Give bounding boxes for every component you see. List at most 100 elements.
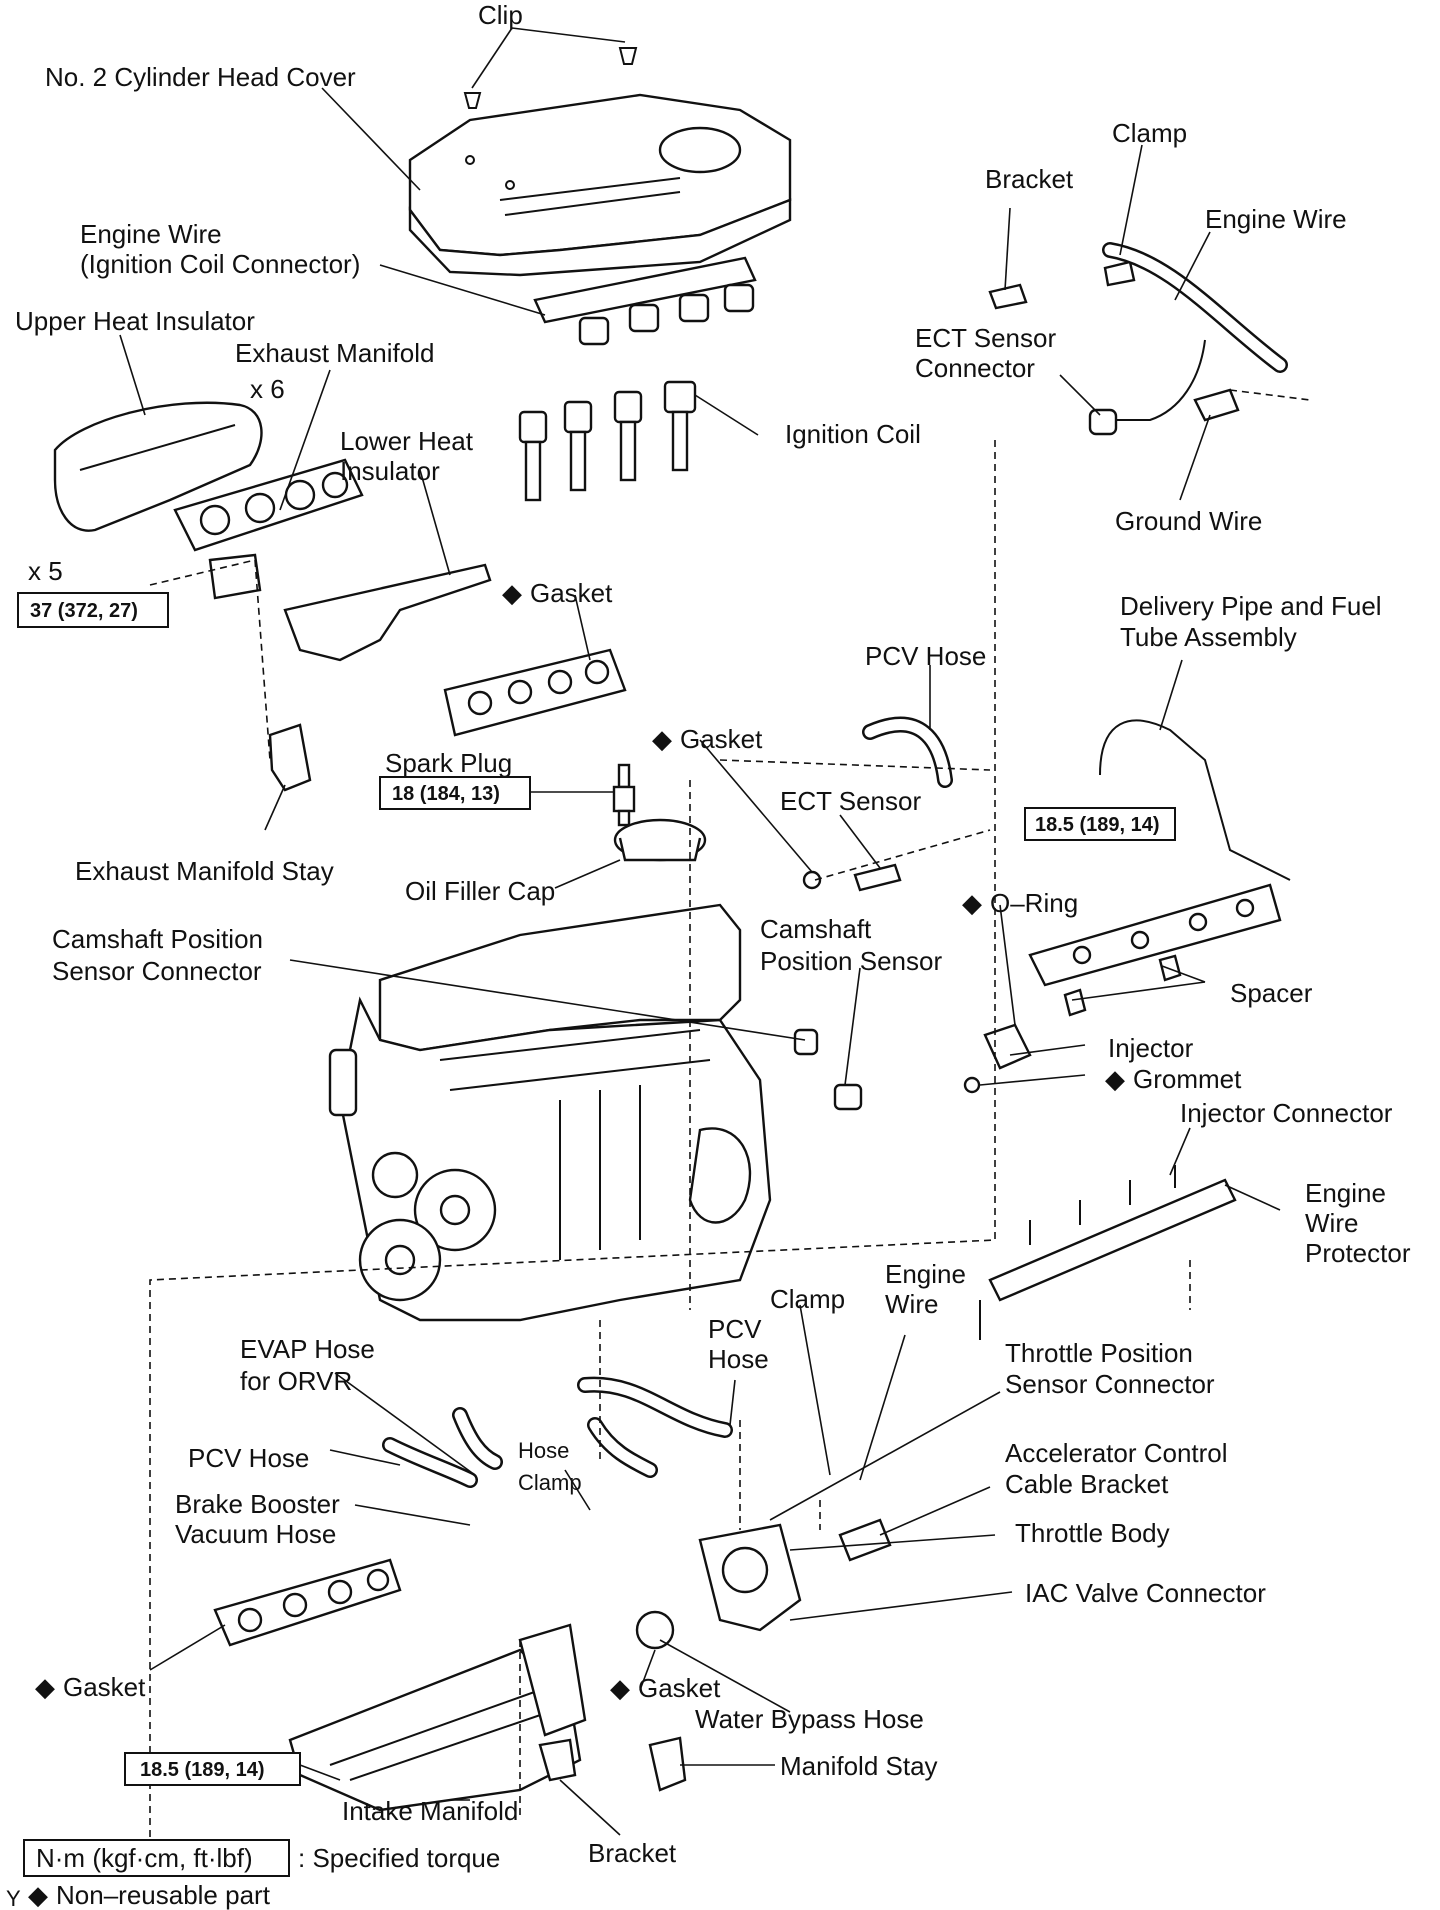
label-acc-1: Accelerator Control [1005, 1438, 1228, 1468]
label-pcv-mid-2: Hose [708, 1344, 769, 1374]
legend: N·m (kgf·cm, ft·lbf) : Specified torque … [6, 1839, 500, 1910]
label-bracket-top: Bracket [985, 164, 1074, 194]
label-x5: x 5 [28, 556, 63, 586]
lower-heat-insulator [283, 563, 492, 662]
label-o-ring: ◆O–Ring [962, 888, 1078, 918]
torque-intake: 18.5 (189, 14) [124, 1752, 301, 1786]
label-cam-sensor-1: Camshaft [760, 914, 872, 944]
svg-text:18.5 (189, 14): 18.5 (189, 14) [140, 1759, 265, 1781]
diamond-icon: ◆ [962, 888, 982, 918]
delivery-pipe [1028, 719, 1291, 987]
torque-delivery: 18.5 (189, 14) [1024, 807, 1176, 841]
manifold-stay [648, 1736, 687, 1792]
throttle-body-gasket [635, 1610, 675, 1650]
top-right-wire-assembly [988, 242, 1288, 436]
spark-plug [612, 763, 636, 827]
labels: Clip No. 2 Cylinder Head Cover Engine Wi… [15, 0, 1411, 1868]
label-engine-wire-ign: Engine Wire [80, 219, 222, 249]
svg-text:18 (184, 13): 18 (184, 13) [392, 783, 500, 805]
legend-corner: Y [6, 1886, 21, 1910]
label-bbv-1: Brake Booster [175, 1489, 340, 1519]
ect-sensor [802, 863, 902, 892]
label-clamp-top: Clamp [1112, 118, 1187, 148]
diamond-icon: ◆ [502, 578, 522, 608]
label-injector-connector: Injector Connector [1180, 1098, 1393, 1128]
label-clamp-mid: Clamp [770, 1284, 845, 1314]
clip-left [463, 92, 482, 109]
label-bbv-2: Vacuum Hose [175, 1519, 336, 1549]
label-ground-wire: Ground Wire [1115, 506, 1262, 536]
torque-exhaust: 37 (372, 27) [17, 592, 169, 628]
label-gasket-ect: ◆Gasket [652, 724, 763, 754]
ignition-coils [518, 380, 697, 502]
label-injector: Injector [1108, 1033, 1194, 1063]
label-lower-heat-2: Insulator [340, 456, 440, 486]
intake-manifold [288, 1623, 587, 1812]
throttle-body [698, 1518, 892, 1632]
label-tps-2: Sensor Connector [1005, 1369, 1215, 1399]
injector-group [963, 954, 1182, 1094]
label-gasket-exhaust: ◆Gasket [502, 578, 613, 608]
engine-block [328, 903, 772, 1322]
alignment-lines [149, 389, 1311, 1870]
label-pcv-hose-top: PCV Hose [865, 641, 986, 671]
label-gasket-tb: ◆Gasket [610, 1673, 721, 1703]
label-pcv-mid-1: PCV [708, 1314, 762, 1344]
label-head-cover: No. 2 Cylinder Head Cover [45, 62, 356, 92]
clip-right [618, 47, 638, 65]
label-water-bypass: Water Bypass Hose [695, 1704, 924, 1734]
exhaust-manifold-stay [268, 723, 312, 792]
label-exhaust-stay: Exhaust Manifold Stay [75, 856, 334, 886]
label-lower-heat-1: Lower Heat [340, 426, 474, 456]
svg-text:37 (372, 27): 37 (372, 27) [30, 600, 138, 622]
diamond-icon: ◆ [35, 1672, 55, 1702]
label-spark-plug: Spark Plug [385, 748, 512, 778]
label-ewp-3: Protector [1305, 1238, 1411, 1268]
legend-unit-box: N·m (kgf·cm, ft·lbf) [36, 1843, 253, 1873]
exhaust-gasket [443, 648, 627, 737]
label-acc-2: Cable Bracket [1005, 1469, 1169, 1499]
label-ect-conn-1: ECT Sensor [915, 323, 1056, 353]
label-ewp-1: Engine [1305, 1178, 1386, 1208]
label-ignition-coil: Ignition Coil [785, 419, 921, 449]
diamond-icon: ◆ [1105, 1064, 1125, 1094]
label-evap-2: for ORVR [240, 1366, 352, 1396]
lower-hoses [382, 1376, 733, 1488]
label-spacer: Spacer [1230, 978, 1313, 1008]
label-manifold-stay: Manifold Stay [780, 1751, 938, 1781]
label-gasket-intake: ◆Gasket [35, 1672, 146, 1702]
ignition-coil-harness [533, 256, 757, 346]
diamond-icon: ◆ [652, 724, 672, 754]
label-evap-1: EVAP Hose [240, 1334, 375, 1364]
label-pcv-left: PCV Hose [188, 1443, 309, 1473]
label-intake-manifold: Intake Manifold [342, 1796, 518, 1826]
cylinder-head-cover [408, 93, 792, 277]
legend-unit-desc: : Specified torque [298, 1843, 500, 1873]
label-ect-conn-2: Connector [915, 353, 1035, 383]
label-hose-clamp-1: Hose [518, 1438, 569, 1463]
diamond-icon: ◆ [28, 1880, 48, 1910]
pcv-hose-top [862, 716, 953, 788]
label-engine-wire-ign-2: (Ignition Coil Connector) [80, 249, 360, 279]
label-tps-1: Throttle Position [1005, 1338, 1193, 1368]
label-delivery-2: Tube Assembly [1120, 622, 1297, 652]
label-clip: Clip [478, 0, 523, 30]
label-grommet: ◆Grommet [1105, 1064, 1242, 1094]
intake-bracket [538, 1738, 577, 1782]
exhaust-manifold [173, 458, 364, 600]
label-cam-conn-1: Camshaft Position [52, 924, 263, 954]
label-throttle-body: Throttle Body [1015, 1518, 1170, 1548]
svg-text:18.5 (189, 14): 18.5 (189, 14) [1035, 814, 1160, 836]
camshaft-position-sensor [793, 1028, 863, 1111]
intake-gasket [213, 1558, 402, 1647]
oil-filler-cap [613, 818, 707, 862]
torque-spark-plug: 18 (184, 13) [379, 776, 531, 810]
label-ewp-2: Wire [1305, 1208, 1358, 1238]
label-bracket-bottom: Bracket [588, 1838, 677, 1868]
diamond-icon: ◆ [610, 1673, 630, 1703]
label-engine-wire-mid-1: Engine [885, 1259, 966, 1289]
label-cam-sensor-2: Position Sensor [760, 946, 942, 976]
upper-heat-insulator [53, 401, 263, 532]
label-ect-sensor: ECT Sensor [780, 786, 921, 816]
